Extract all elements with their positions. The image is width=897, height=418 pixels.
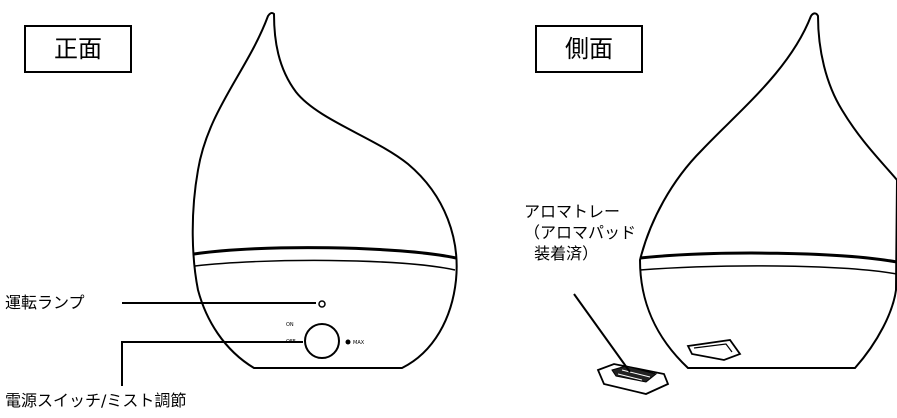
front-view-label: 正面 (24, 25, 132, 73)
tray-leader-line (573, 293, 631, 373)
lamp-indicator (318, 300, 326, 308)
front-body-outline (191, 11, 458, 369)
on-mark: ON (286, 322, 294, 328)
tray-slot (686, 339, 742, 361)
tray-callout-line-3: 装着済） (524, 244, 599, 263)
side-view-humidifier (638, 12, 897, 369)
max-dot (345, 339, 351, 345)
tray-callout: アロマトレー （アロマパッド 装着済） (524, 202, 636, 265)
switch-callout: 電源スイッチ/ミスト調節 (5, 391, 187, 410)
switch-leader-line (121, 341, 303, 386)
side-body-outline (638, 12, 897, 369)
max-mark: MAX (353, 340, 365, 346)
side-seam-band-bottom (639, 265, 897, 275)
side-seam-band-top (639, 251, 897, 264)
aroma-pad-highlight-1 (621, 369, 651, 378)
aroma-pad-highlight-2 (617, 373, 643, 381)
tray-slot-inner (693, 343, 733, 353)
aroma-tray-drawing (596, 363, 670, 395)
tray-callout-line-1: アロマトレー (524, 202, 621, 221)
side-view-label: 側面 (535, 25, 643, 73)
front-view-humidifier (191, 11, 458, 369)
front-view-label-text: 正面 (54, 35, 102, 63)
lamp-callout: 運転ランプ (5, 293, 85, 312)
side-view-label-text: 側面 (565, 35, 613, 63)
front-seam-band-bottom (194, 259, 456, 271)
mist-dial (304, 323, 340, 359)
tray-callout-line-2: （アロマパッド (524, 223, 637, 242)
front-seam-band-top (193, 246, 457, 260)
